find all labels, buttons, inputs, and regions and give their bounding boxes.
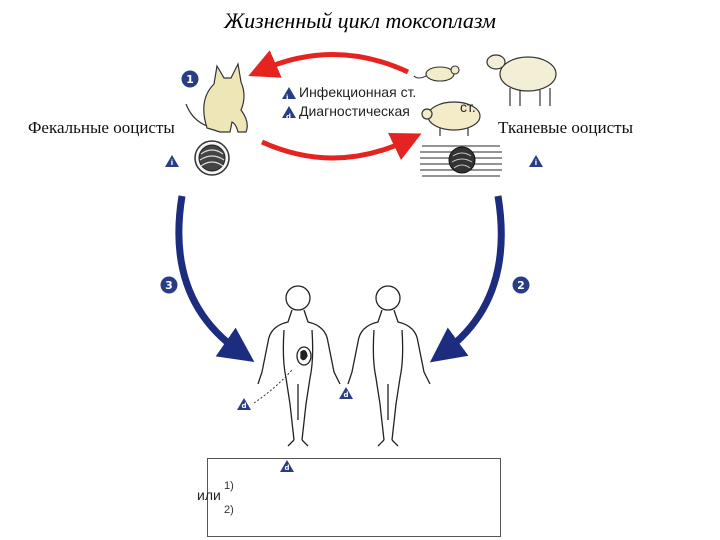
option-2-label: 2) <box>224 504 234 516</box>
fecal-oocysts-label: Фекальные ооцисты <box>28 118 175 137</box>
marker-i-left: i <box>165 155 179 167</box>
legend-infective-label: Инфекционная ст. <box>299 84 417 100</box>
marker-d-center: d <box>339 387 353 399</box>
legend-st-suffix: ст. <box>460 99 476 115</box>
legend-infective: i Инфекционная ст. <box>282 83 416 102</box>
svg-text:3: 3 <box>165 279 173 292</box>
blue-arrow-right <box>429 195 505 363</box>
marker-d-left: d <box>237 398 251 410</box>
svg-text:2: 2 <box>517 279 525 292</box>
sheep-icon <box>486 54 557 106</box>
svg-text:d: d <box>284 464 289 472</box>
cat-icon <box>185 62 248 133</box>
or-label: или <box>197 487 221 503</box>
rat-icon <box>413 65 460 82</box>
blue-arrow-left <box>175 195 255 362</box>
marker-i-right: i <box>529 155 543 167</box>
legend-diagnostic: d Диагностическая <box>282 102 416 121</box>
fecal-oocyst-icon <box>194 140 230 176</box>
step-badge-2: 2 <box>512 276 530 294</box>
pig-icon <box>421 101 481 136</box>
step-badge-3: 3 <box>160 276 178 294</box>
marker-d-box: d <box>280 460 294 472</box>
option-1-label: 1) <box>224 480 234 492</box>
svg-text:i: i <box>535 159 537 167</box>
diagnosis-box <box>207 458 501 537</box>
human-figure-right <box>347 285 431 447</box>
red-arrow-to-hosts <box>260 132 422 161</box>
diagram-title: Жизненный цикл токсоплазм <box>224 8 496 33</box>
infective-stage-icon: i <box>282 86 296 102</box>
diagnostic-stage-icon: d <box>282 105 296 121</box>
svg-text:1: 1 <box>186 73 194 86</box>
human-figure-left <box>257 285 341 447</box>
transplacental-line <box>253 369 293 404</box>
tissue-oocysts-label: Тканевые ооцисты <box>498 118 633 137</box>
svg-text:d: d <box>241 402 246 410</box>
legend-diagnostic-label: Диагностическая <box>299 103 410 119</box>
red-arrow-to-cat <box>248 50 410 78</box>
tissue-cyst-icon <box>420 145 502 177</box>
svg-text:i: i <box>171 159 173 167</box>
svg-text:d: d <box>343 391 348 399</box>
step-badge-1: 1 <box>181 70 199 88</box>
legend: i Инфекционная ст. d Диагностическая <box>282 83 416 121</box>
